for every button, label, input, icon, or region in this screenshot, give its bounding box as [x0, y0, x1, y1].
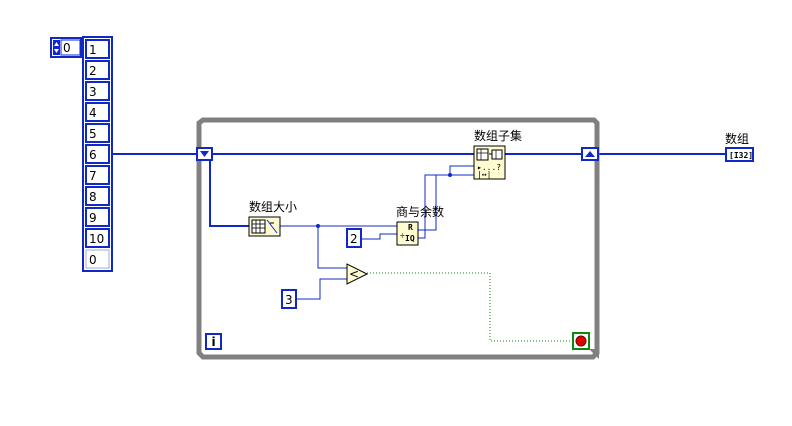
stop-terminal[interactable]: [572, 332, 590, 350]
array-element-value: 10: [89, 232, 104, 246]
wire-junction-2: [448, 173, 452, 177]
array-element-cell[interactable]: [85, 102, 110, 122]
stop-icon: [575, 335, 587, 347]
wire-const2: [361, 233, 397, 240]
wires: [112, 153, 726, 300]
svg-text:÷: ÷: [400, 231, 405, 240]
array-elements: 1 2 3 4 5 6 7 8 9 10 0: [85, 39, 110, 269]
quotient-remainder-icon: ÷ R IQ: [400, 223, 415, 243]
wire-to-array-size: [209, 156, 249, 227]
array-element-cell[interactable]: [85, 123, 110, 143]
array-size-node[interactable]: [248, 216, 281, 237]
array-subset-node[interactable]: ▸...? |↔|: [473, 145, 506, 180]
output-tunnel[interactable]: [581, 147, 599, 161]
less-than-symbol: <: [349, 267, 359, 281]
array-element-cell[interactable]: [85, 186, 110, 206]
svg-text:IQ: IQ: [405, 234, 415, 243]
array-element-cell[interactable]: [85, 207, 110, 227]
array-element-cell[interactable]: [85, 60, 110, 80]
array-index-field[interactable]: [60, 39, 81, 56]
array-constant[interactable]: 0 1 2 3 4 5 6 7 8 9 10 0: [50, 36, 113, 272]
array-element-cell[interactable]: [85, 81, 110, 101]
array-index-value: 0: [63, 41, 71, 55]
array-subset-icon: ▸...? |↔|: [476, 148, 503, 179]
array-element-value: 1: [89, 43, 97, 57]
array-size-label: 数组大小: [249, 199, 297, 214]
spinner-down-icon: [54, 49, 59, 53]
array-subset-label: 数组子集: [474, 128, 522, 143]
less-than-node[interactable]: <: [346, 263, 369, 285]
index-spinner[interactable]: [53, 40, 60, 55]
array-element-value: 9: [89, 211, 97, 225]
array-element-value: 5: [89, 127, 97, 141]
while-loop-border[interactable]: [196, 117, 600, 360]
array-element-value: 3: [89, 85, 97, 99]
svg-text:|↔|: |↔|: [477, 170, 491, 179]
array-element-value: 4: [89, 106, 97, 120]
array-empty-value: 0: [89, 253, 97, 267]
array-empty-cell[interactable]: [85, 249, 110, 269]
array-element-cell[interactable]: [85, 228, 110, 248]
iteration-terminal[interactable]: i: [205, 333, 222, 350]
wire-const3: [296, 278, 347, 300]
tunnel-down-arrow-icon: [200, 151, 209, 157]
compare-constant[interactable]: 3: [281, 289, 297, 309]
array-element-cell[interactable]: [85, 144, 110, 164]
quotient-remainder-label: 商与余数: [396, 204, 444, 219]
while-loop[interactable]: [196, 117, 600, 360]
array-element-cell[interactable]: [85, 165, 110, 185]
loop-corner-handle[interactable]: [589, 349, 599, 359]
array-element-value: 6: [89, 148, 97, 162]
divisor-value: 2: [350, 232, 358, 246]
spinner-up-icon: [54, 42, 59, 46]
input-tunnel[interactable]: [196, 147, 213, 161]
boolean-wire: [367, 272, 573, 342]
wire-remainder-out: [418, 175, 437, 231]
iteration-terminal-label: i: [211, 335, 215, 349]
indicator-label: 数组: [725, 131, 749, 146]
array-element-cell[interactable]: [85, 39, 110, 59]
wire-to-subset-index: [436, 165, 474, 176]
array-element-value: 7: [89, 169, 97, 183]
array-size-icon: [251, 219, 278, 234]
array-element-value: 8: [89, 190, 97, 204]
array-element-value: 2: [89, 64, 97, 78]
wire-junction: [316, 224, 320, 228]
array-indicator[interactable]: [I32]: [725, 147, 754, 162]
svg-text:▸...?: ▸...?: [477, 163, 501, 172]
wire-size-to-compare: [317, 226, 347, 269]
compare-value: 3: [285, 293, 293, 307]
indicator-type: [I32]: [729, 151, 753, 160]
quotient-remainder-node[interactable]: ÷ R IQ: [396, 221, 419, 246]
svg-text:R: R: [408, 223, 413, 232]
tunnel-up-arrow-icon: [585, 151, 595, 157]
divisor-constant[interactable]: 2: [346, 228, 362, 248]
